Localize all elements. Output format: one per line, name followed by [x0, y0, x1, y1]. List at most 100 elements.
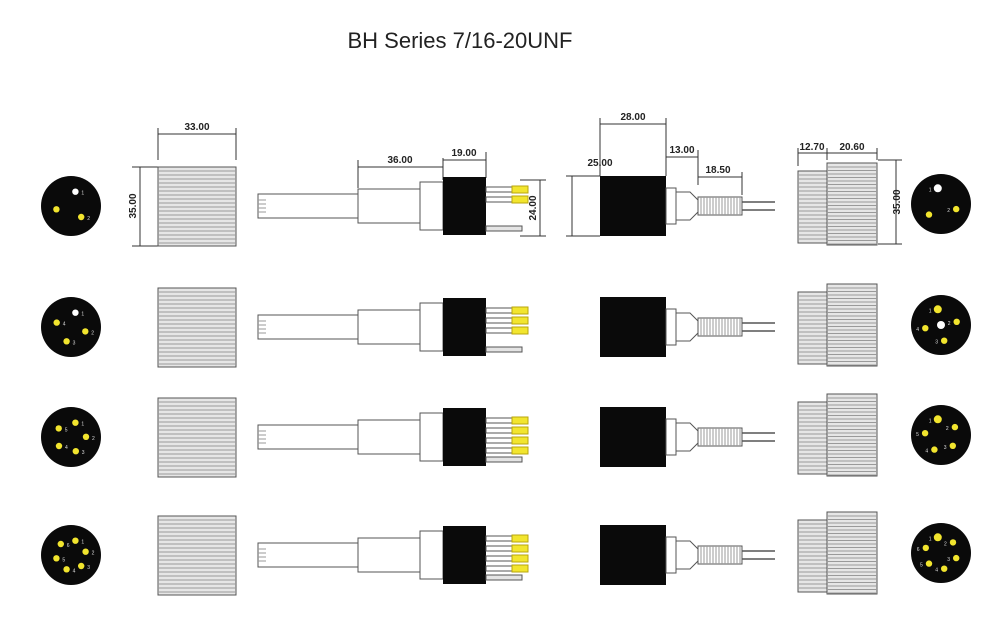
plug-pin-sleeve: [485, 327, 513, 334]
left-face-pin: [78, 213, 85, 221]
female-knob: [157, 397, 237, 478]
receptacle-body: [600, 297, 666, 357]
right-face-pin-label: 4: [935, 568, 938, 574]
right-face-pin: [933, 184, 942, 193]
left-face-pin: [53, 319, 60, 326]
right-face-pin-label: 2: [946, 426, 949, 432]
cable: [257, 542, 359, 568]
plug-body: [443, 408, 486, 466]
plug-pin-sleeve: [485, 427, 513, 434]
right-face-center-pin: [937, 321, 945, 329]
right-face-pin-label: 5: [920, 563, 923, 569]
plug-pin: [511, 306, 529, 315]
receptacle-flange: [665, 187, 677, 225]
plug-pin: [511, 544, 529, 553]
left-face-pin: [72, 309, 79, 316]
plug-pin-sleeve: [485, 437, 513, 444]
dim-nut-thread: 12.70: [799, 142, 824, 153]
right-face-pin-label: 1: [929, 536, 932, 542]
right-face-pin-label: 3: [944, 445, 947, 451]
dim-female-knob-width: 33.00: [184, 122, 209, 133]
left-face-pin: [57, 540, 64, 548]
receptacle-body: [600, 525, 666, 585]
right-face-body: [911, 174, 971, 234]
threaded-shank: [697, 427, 743, 447]
left-face-body: [41, 297, 101, 357]
plug-pin-sleeve: [485, 535, 513, 542]
left-face-pin-label: 2: [91, 330, 94, 336]
plug-pin: [511, 436, 529, 445]
cable-boot: [357, 309, 421, 345]
left-face-pin-label: 2: [92, 436, 95, 442]
left-face-pin: [78, 562, 85, 570]
nut-knurl-section: [826, 393, 878, 477]
plug-pin: [511, 416, 529, 425]
right-face-pin: [925, 560, 933, 567]
left-face-body: [41, 407, 101, 467]
dim-cable-length: 36.00: [387, 155, 412, 166]
cable: [257, 314, 359, 340]
coupling-nut: [797, 283, 878, 367]
left-face-pin-label: 1: [81, 312, 84, 318]
left-face-pin: [53, 206, 60, 213]
right-face-pin: [941, 565, 948, 572]
nut-knurl-section: [826, 511, 878, 595]
plug-ground-pin: [485, 225, 523, 232]
cable: [257, 193, 359, 219]
left-face-pin: [82, 548, 89, 555]
dim-nut-height: 35.00: [892, 189, 903, 214]
left-face-pin: [63, 566, 70, 573]
cable: [257, 424, 359, 450]
hex-nut: [675, 422, 699, 452]
plug-pin-sleeve: [485, 565, 513, 572]
plug-pin: [511, 446, 529, 455]
female-knob: [157, 515, 237, 596]
dim-receptacle-height: 25.00: [587, 158, 612, 169]
dim-thread-length: 13.00: [669, 145, 694, 156]
coupling-nut: [797, 511, 878, 595]
plug-collar: [419, 302, 444, 352]
plug-pin-sleeve: [485, 196, 513, 203]
female-knob: [157, 166, 237, 247]
plug-pin: [511, 554, 529, 563]
dim-pin-length: 18.50: [705, 165, 730, 176]
right-face-pin-label: 3: [947, 557, 950, 563]
right-face-pin: [949, 442, 956, 449]
panel-receptacle: [600, 407, 775, 467]
plug-pin-sleeve: [485, 545, 513, 552]
left-face-pin-label: 3: [87, 565, 90, 571]
nut-knurl-section: [826, 283, 878, 367]
right-face-pin-label: 1: [929, 187, 932, 193]
left-face-pin: [72, 419, 79, 426]
plug-pin-sleeve: [485, 307, 513, 314]
plug-pin: [511, 426, 529, 435]
plug-pin-sleeve: [485, 447, 513, 454]
right-face-pin: [921, 430, 929, 437]
right-face-pin-label: 5: [916, 432, 919, 438]
right-face-body: [911, 405, 971, 465]
right-face-pin: [953, 554, 960, 562]
right-face-pin-label: 4: [925, 449, 928, 455]
right-face-pin-label: 4: [916, 327, 919, 333]
cable-plug: [257, 526, 529, 584]
receptacle-body: [600, 407, 666, 467]
right-face-pin-label: 3: [935, 340, 938, 346]
left-pin-face: 12: [41, 176, 101, 236]
panel-receptacle: [600, 176, 775, 236]
plug-body: [443, 298, 486, 356]
right-face-pin: [949, 539, 957, 546]
left-face-pin: [72, 537, 79, 544]
threaded-shank: [697, 196, 743, 216]
hex-nut: [675, 540, 699, 570]
plug-ground-pin: [485, 346, 523, 353]
plug-collar: [419, 412, 444, 462]
cable-plug: [257, 408, 529, 466]
